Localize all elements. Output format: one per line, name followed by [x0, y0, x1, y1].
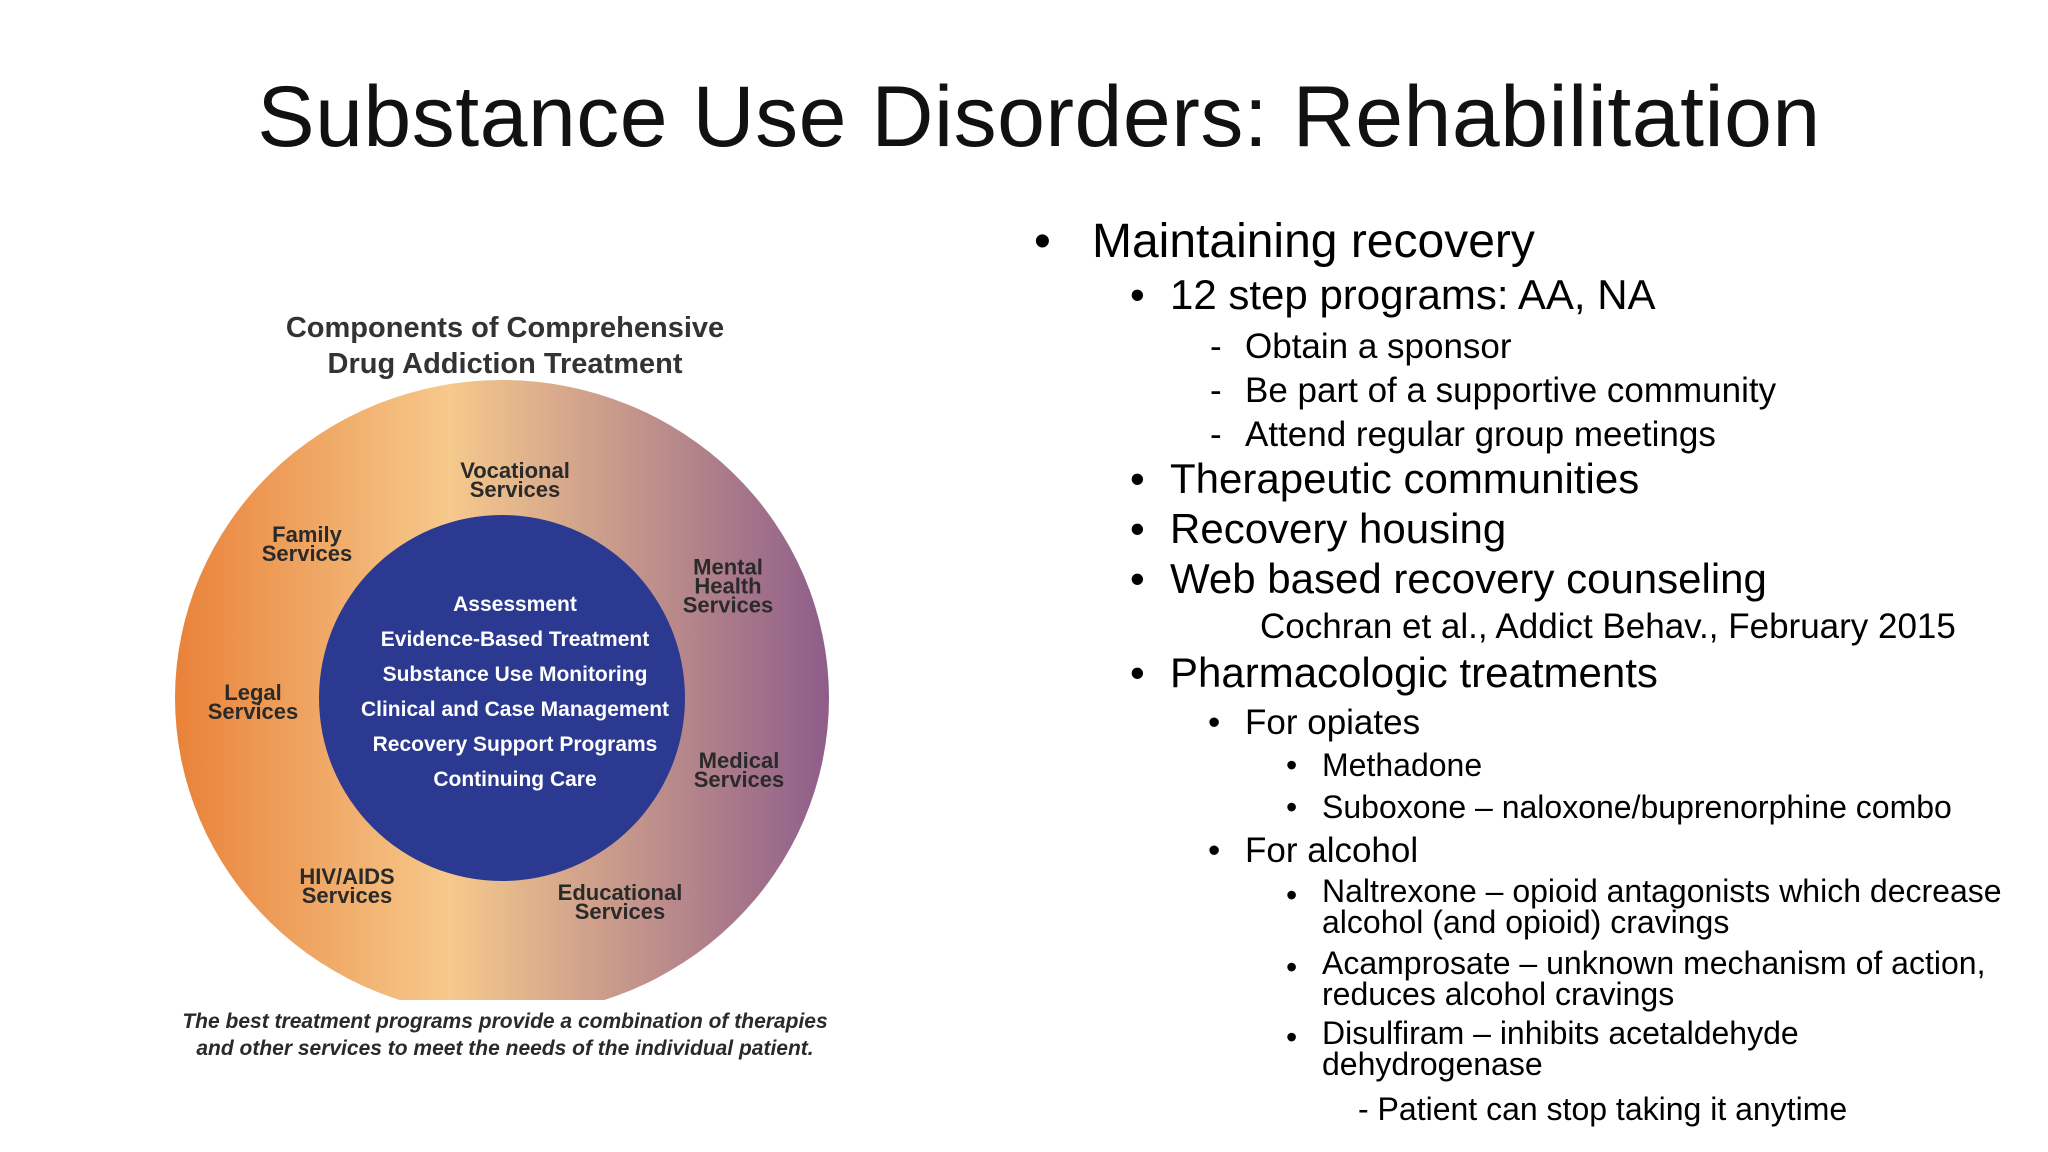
figure-title-line-2: Drug Addiction Treatment	[327, 348, 683, 380]
core-item-substance-use-monitoring: Substance Use Monitoring	[382, 663, 648, 686]
bullet-dot-icon: •	[1286, 877, 1298, 913]
core-item-continuing-care: Continuing Care	[433, 768, 597, 791]
treatment-components-figure: Components of Comprehensive Drug Addicti…	[130, 300, 870, 1080]
bullet-dot-icon: •	[1286, 747, 1298, 783]
core-item-assessment: Assessment	[453, 593, 577, 616]
bullet-dot-icon: •	[1130, 455, 1145, 502]
bullet-dot-icon: •	[1130, 505, 1145, 552]
note-stop-anytime: - Patient can stop taking it anytime	[1358, 1091, 1848, 1127]
slide-title: Substance Use Disorders: Rehabilitation	[257, 69, 1821, 165]
bullet-dot-icon: •	[1286, 949, 1298, 985]
caption-line-2: and other services to meet the needs of …	[196, 1037, 814, 1060]
components-diagram	[175, 380, 829, 1000]
figure-title-line-1: Components of Comprehensive	[285, 312, 725, 344]
core-item-clinical-case-management: Clinical and Case Management	[360, 698, 670, 721]
bullet-dot-icon: •	[1208, 831, 1221, 870]
core-item-evidence-based-treatment: Evidence-Based Treatment	[380, 628, 650, 651]
figure-caption: The best treatment programs provide a co…	[125, 1008, 885, 1062]
core-item-recovery-support: Recovery Support Programs	[372, 733, 658, 756]
citation: Cochran et al., Addict Behav., February …	[1260, 607, 1956, 646]
dash-icon: -	[1210, 415, 1222, 454]
caption-line-1: The best treatment programs provide a co…	[182, 1010, 828, 1033]
core-circle	[319, 515, 685, 881]
dash-icon: -	[1210, 371, 1222, 410]
dash-icon: -	[1210, 327, 1222, 366]
figure-title: Components of Comprehensive Drug Addicti…	[130, 310, 880, 382]
bullet-dot-icon: •	[1208, 703, 1221, 742]
core-components-list: Assessment Evidence-Based Treatment Subs…	[325, 587, 705, 797]
bullet-dot-icon: •	[1034, 215, 1051, 268]
bullet-dot-icon: •	[1286, 789, 1298, 825]
bullet-dot-icon: •	[1130, 649, 1145, 696]
bullet-dot-icon: •	[1286, 1019, 1298, 1055]
bullet-dot-icon: •	[1130, 555, 1145, 602]
bullet-dot-icon: •	[1130, 271, 1145, 318]
